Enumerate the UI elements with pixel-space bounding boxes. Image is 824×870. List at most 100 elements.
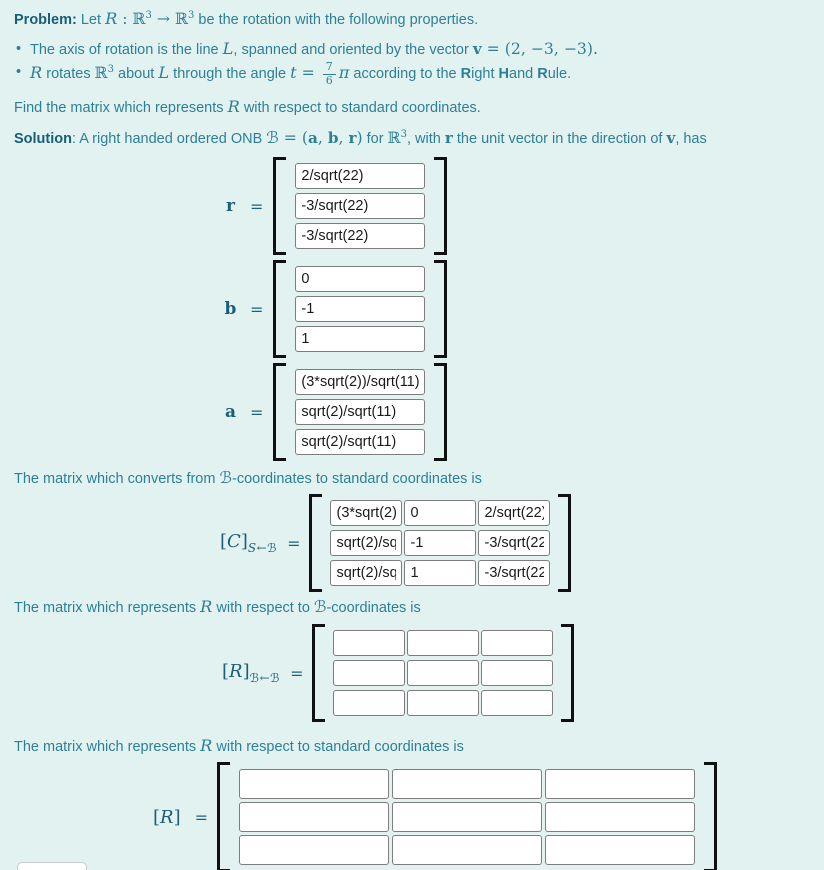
superscript: 3 xyxy=(400,129,407,141)
text-segment: , has xyxy=(675,131,707,148)
math-R: R xyxy=(200,736,213,756)
math-equals: = xyxy=(296,62,320,82)
vector-b-matrix xyxy=(273,260,448,359)
text-segment: rotates xyxy=(42,65,95,82)
rbb-matrix-entry-21[interactable] xyxy=(333,660,406,687)
text-segment: : A right handed ordered ONB xyxy=(72,131,267,148)
matrix-rbb-label: [R]ℬ←ℬ xyxy=(222,661,280,685)
math-v: v xyxy=(472,40,482,58)
vector-a-cells xyxy=(286,363,434,461)
r-matrix xyxy=(217,762,718,870)
text-segment: The axis of rotation is the line xyxy=(30,42,223,58)
c-matrix-entry-13[interactable] xyxy=(478,500,551,527)
math-C: C xyxy=(227,531,241,553)
arrow-left-icon: ← xyxy=(256,541,268,556)
bold-letter: R xyxy=(460,65,472,82)
r-matrix-entry-23[interactable] xyxy=(545,802,696,833)
r-matrix-entry-13[interactable] xyxy=(545,769,696,800)
rbb-matrix-entry-31[interactable] xyxy=(333,690,406,717)
r-matrix-entry-21[interactable] xyxy=(239,802,390,833)
bracket-open: [ xyxy=(220,531,228,553)
c-matrix-entry-12[interactable] xyxy=(404,500,477,527)
vector-b-cells xyxy=(286,260,434,358)
bracket-close: ] xyxy=(173,806,181,828)
r-matrix-entry-12[interactable] xyxy=(392,769,543,800)
find-instruction: Find the matrix which represents R with … xyxy=(14,97,824,118)
bracket-close: ] xyxy=(242,661,250,683)
rbb-matrix-entry-13[interactable] xyxy=(481,630,554,657)
text-segment: , with xyxy=(406,131,445,148)
rbb-matrix-entry-12[interactable] xyxy=(407,630,480,657)
text-segment: -coordinates is xyxy=(326,600,421,617)
c-matrix-entry-23[interactable] xyxy=(478,530,551,557)
c-matrix-entry-22[interactable] xyxy=(404,530,477,557)
rbb-matrix xyxy=(312,624,575,723)
text-segment: ule. xyxy=(547,65,572,82)
vector-b-label: b xyxy=(224,299,237,320)
text-segment: with respect to standard coordinates is xyxy=(212,739,464,756)
math-script-B: ℬ xyxy=(313,597,327,617)
vector-r-entry-2[interactable] xyxy=(295,193,426,220)
text-segment: ight xyxy=(471,65,499,82)
equals-sign: = xyxy=(194,807,209,827)
equation-b-vector: b= xyxy=(224,260,824,359)
math-v: v xyxy=(666,129,676,148)
text-segment: Let xyxy=(76,12,106,28)
fraction-denominator: 6 xyxy=(325,73,333,87)
c-matrix-entry-31[interactable] xyxy=(330,560,403,587)
math-r: r xyxy=(348,129,357,148)
r-matrix-entry-31[interactable] xyxy=(239,835,390,866)
rbb-matrix-entry-22[interactable] xyxy=(407,660,480,687)
text-segment: with respect to xyxy=(212,600,314,617)
equals-sign: = xyxy=(287,533,301,553)
bracket-close: ] xyxy=(240,531,248,553)
left-bracket xyxy=(273,260,287,359)
vector-r-entry-1[interactable] xyxy=(295,163,426,190)
solution-label: Solution xyxy=(14,131,72,148)
right-bracket xyxy=(704,762,718,870)
vector-a-entry-2[interactable] xyxy=(295,399,426,426)
equation-rbb-lhs: [R]ℬ←ℬ= xyxy=(222,661,312,685)
r-matrix-entry-32[interactable] xyxy=(392,835,543,866)
math-t: t xyxy=(290,62,297,82)
vector-a-entry-1[interactable] xyxy=(295,369,426,396)
text-segment: -coordinates to standard coordinates is xyxy=(232,471,482,488)
vector-b-entry-1[interactable] xyxy=(295,266,426,293)
vector-r-label: r xyxy=(226,196,235,217)
r-matrix-entry-11[interactable] xyxy=(239,769,390,800)
text-segment: and xyxy=(509,65,538,82)
right-bracket xyxy=(434,157,448,256)
r-matrix-entry-22[interactable] xyxy=(392,802,543,833)
equation-a-lhs: a= xyxy=(224,402,273,422)
rbb-matrix-entry-23[interactable] xyxy=(481,660,554,687)
vector-r-entry-3[interactable] xyxy=(295,223,426,250)
text-segment: about xyxy=(114,65,159,82)
r-matrix-entry-33[interactable] xyxy=(545,835,696,866)
vector-b-entry-2[interactable] xyxy=(295,296,426,323)
equation-r-vector: r= xyxy=(224,157,824,256)
equals-sign: = xyxy=(250,196,264,216)
c-matrix-entry-21[interactable] xyxy=(330,530,403,557)
vector-a-entry-3[interactable] xyxy=(295,429,426,456)
math-R: R xyxy=(160,806,174,828)
rbb-matrix-entry-11[interactable] xyxy=(333,630,406,657)
c-matrix-entry-32[interactable] xyxy=(404,560,477,587)
rbb-matrix-entry-32[interactable] xyxy=(407,690,480,717)
equation-r-lhs: r= xyxy=(224,196,273,216)
rbb-matrix-entry-33[interactable] xyxy=(481,690,554,717)
equation-c-matrix: [C]S←ℬ= xyxy=(220,494,824,593)
r-matrix-caption: The matrix which represents R with respe… xyxy=(14,736,824,757)
math-script-B: ℬ xyxy=(266,128,279,148)
math-a: a xyxy=(307,129,318,148)
superscript: 3 xyxy=(107,64,115,76)
vector-b-entry-3[interactable] xyxy=(295,326,426,353)
c-matrix-entry-11[interactable] xyxy=(330,500,403,527)
math-vector-value: = (2, −3, −3). xyxy=(481,39,598,58)
equation-rbb-matrix: [R]ℬ←ℬ= xyxy=(222,624,824,723)
equation-a-vector: a= xyxy=(224,363,824,462)
c-matrix-entry-33[interactable] xyxy=(478,560,551,587)
arrow-left-icon: ← xyxy=(259,671,271,686)
submit-button-partial[interactable] xyxy=(17,862,87,870)
right-bracket xyxy=(434,363,448,462)
